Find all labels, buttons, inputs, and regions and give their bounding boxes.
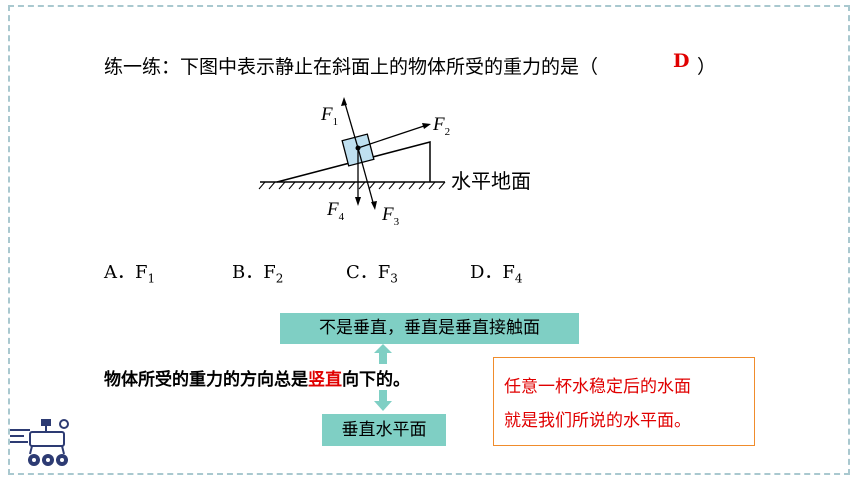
callout-bottom: 垂直水平面 [322,414,446,446]
f3-label: F3 [381,204,400,228]
note-box: 任意一杯水稳定后的水面 就是我们所说的水平面。 [493,357,755,446]
option-d: D．F4 [470,262,523,286]
ground-hatch [258,181,446,190]
gravity-statement: 物体所受的重力的方向总是竖直向下的。 [104,370,410,390]
question-close-paren: ） [697,56,717,78]
note-line-1: 任意一杯水稳定后的水面 [504,377,691,397]
rover-icon [10,419,69,466]
callout-top: 不是垂直，垂直是垂直接触面 [280,313,579,344]
option-b: B．F2 [232,262,284,286]
f1-label: F1 [320,104,338,128]
incline [276,141,431,183]
option-a: A．F1 [104,262,156,286]
f2-label: F2 [432,114,450,138]
incline-force-diagram: F1 F2 F3 F4 水平地面 [258,97,531,228]
arrow-up-icon [374,344,392,364]
ground-label: 水平地面 [451,169,531,193]
answer-label: D [673,50,690,72]
f4-label: F4 [326,199,345,223]
slide-frame [8,5,850,475]
option-c: C．F3 [346,262,398,286]
note-line-2: 就是我们所说的水平面。 [504,411,691,431]
arrow-down-icon [374,390,392,411]
question-text: 练一练：下图中表示静止在斜面上的物体所受的重力的是（ [104,56,599,78]
